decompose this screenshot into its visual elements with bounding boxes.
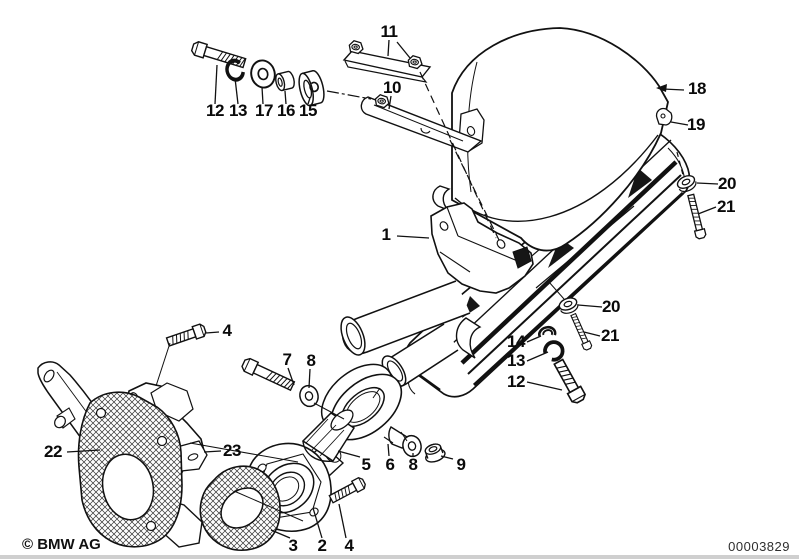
bolt-21-mid [568, 312, 594, 352]
support-bracket-1 [430, 202, 534, 294]
lever-22 [37, 361, 183, 548]
jacket-tube-stub [340, 280, 471, 356]
column-shroud [451, 27, 669, 252]
bolt-21-right [685, 193, 708, 241]
washer-17 [247, 56, 279, 92]
nut-9 [424, 443, 446, 463]
bolt-4-upper [165, 322, 208, 349]
bearing-cone-5 [301, 409, 356, 463]
clamp-plate-11 [342, 39, 432, 83]
bolt-12-mid [551, 357, 588, 406]
bolt-7 [239, 356, 297, 394]
scan-edge-band [0, 555, 799, 559]
retaining-lip [655, 107, 673, 126]
leader-lines [66, 39, 719, 539]
copyright-text: © BMW AG [22, 536, 101, 553]
arrowhead-18 [656, 84, 667, 92]
document-number: 00003829 [728, 539, 790, 554]
gasket-3 [199, 465, 281, 551]
bolt-4-lower [327, 475, 368, 506]
bushing-16 [275, 70, 295, 92]
clamp-hooks [432, 185, 482, 359]
grommet-15 [298, 70, 325, 107]
assembly-dashed-lines [326, 71, 684, 241]
bolt-12-top [189, 39, 248, 71]
support-strap-10 [360, 93, 485, 153]
